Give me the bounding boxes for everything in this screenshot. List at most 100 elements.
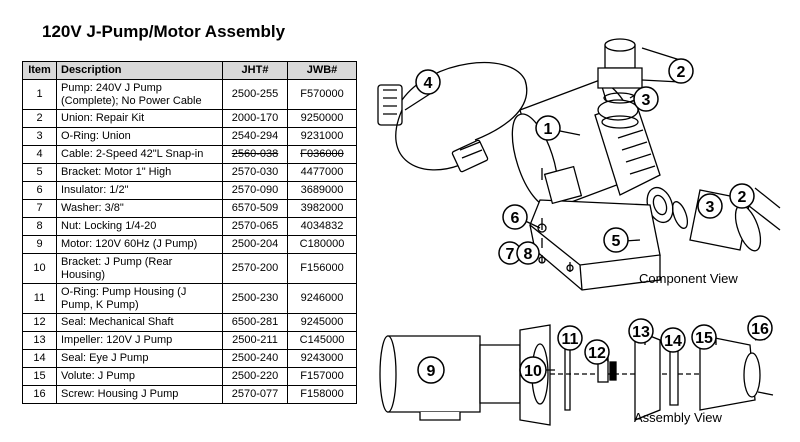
callout-16-label: 16 [751, 321, 769, 338]
callout-1-label: 1 [544, 121, 553, 138]
cell-item: 3 [22, 127, 57, 146]
cell-jwb: 4034832 [287, 217, 357, 236]
cell-description: Insulator: 1/2" [56, 181, 223, 200]
cell-item: 10 [22, 253, 57, 284]
cell-jht: 6570-509 [222, 199, 288, 218]
callout-6: 6 [502, 204, 528, 230]
cell-description: Pump: 240V J Pump (Complete); No Power C… [56, 79, 223, 110]
cell-jht: 2570-065 [222, 217, 288, 236]
top-union-drawing [597, 38, 643, 129]
cell-jwb: F036000 [287, 145, 357, 164]
cell-jht: 2560-038 [222, 145, 288, 164]
header-item: Item [22, 61, 57, 80]
cell-item: 5 [22, 163, 57, 182]
callout-6-label: 6 [511, 210, 520, 227]
cell-jht: 2500-220 [222, 367, 288, 386]
cell-description: Seal: Mechanical Shaft [56, 313, 223, 332]
cell-jht: 2570-030 [222, 163, 288, 182]
cell-jwb: F157000 [287, 367, 357, 386]
cell-jht: 2500-230 [222, 283, 288, 314]
callout-3-top-label: 3 [642, 92, 651, 109]
callout-4: 4 [415, 69, 441, 95]
cell-jwb: F156000 [287, 253, 357, 284]
cell-jht: 2000-170 [222, 109, 288, 128]
callout-7-label: 7 [506, 246, 515, 263]
cell-jwb: 9245000 [287, 313, 357, 332]
cell-jwb: 3689000 [287, 181, 357, 200]
cell-description: Volute: J Pump [56, 367, 223, 386]
cell-item: 11 [22, 283, 57, 314]
component-callouts: 4 1 2 3 6 5 7 [415, 58, 755, 265]
cell-item: 13 [22, 331, 57, 350]
callout-5: 5 [603, 227, 629, 253]
header-jwb: JWB# [287, 61, 357, 80]
callout-3-side: 3 [697, 193, 723, 219]
cell-jht: 6500-281 [222, 313, 288, 332]
cell-jht: 2500-204 [222, 235, 288, 254]
cell-description: Nut: Locking 1/4-20 [56, 217, 223, 236]
callout-3-top: 3 [633, 86, 659, 112]
cell-description: Cable: 2-Speed 42"L Snap-in [56, 145, 223, 164]
cell-jwb: F158000 [287, 385, 357, 404]
cell-item: 8 [22, 217, 57, 236]
cell-description: O-Ring: Pump Housing (J Pump, K Pump) [56, 283, 223, 314]
cell-jwb: C180000 [287, 235, 357, 254]
callout-2-side: 2 [729, 183, 755, 209]
cell-description: Washer: 3/8" [56, 199, 223, 218]
cell-jht: 2570-200 [222, 253, 288, 284]
callout-12-label: 12 [588, 345, 606, 362]
callout-1: 1 [535, 115, 561, 141]
callout-14-label: 14 [664, 333, 682, 350]
pump-diagram: 4 1 2 3 6 5 7 [360, 0, 800, 442]
cell-item: 12 [22, 313, 57, 332]
cell-description: Bracket: Motor 1" High [56, 163, 223, 182]
page-title: 120V J-Pump/Motor Assembly [42, 22, 286, 41]
callout-13: 13 [628, 318, 654, 344]
callout-14: 14 [660, 327, 686, 353]
callout-2-top: 2 [668, 58, 694, 84]
callout-9: 9 [417, 356, 445, 384]
component-view-label: Component View [639, 271, 738, 286]
cell-description: Screw: Housing J Pump [56, 385, 223, 404]
cell-item: 2 [22, 109, 57, 128]
cell-item: 4 [22, 145, 57, 164]
cell-item: 6 [22, 181, 57, 200]
bracket-drawing [529, 165, 661, 291]
callout-16: 16 [747, 315, 773, 341]
callout-2-top-label: 2 [677, 64, 686, 81]
cell-item: 7 [22, 199, 57, 218]
cell-item: 14 [22, 349, 57, 368]
assembly-view-label: Assembly View [634, 410, 723, 425]
callout-8: 8 [516, 241, 540, 265]
callout-15-label: 15 [695, 330, 713, 347]
header-jht: JHT# [222, 61, 288, 80]
cell-description: Union: Repair Kit [56, 109, 223, 128]
callout-8-label: 8 [524, 246, 533, 263]
cell-jht: 2500-211 [222, 331, 288, 350]
cell-item: 16 [22, 385, 57, 404]
pump-diagram-svg: 4 1 2 3 6 5 7 [377, 38, 781, 426]
cell-jht: 2570-077 [222, 385, 288, 404]
callout-15: 15 [691, 324, 717, 350]
cell-jwb: 3982000 [287, 199, 357, 218]
cell-description: Impeller: 120V J Pump [56, 331, 223, 350]
cell-description: Bracket: J Pump (Rear Housing) [56, 253, 223, 284]
callout-10: 10 [519, 356, 547, 384]
cell-jht: 2540-294 [222, 127, 288, 146]
cell-jwb: 9231000 [287, 127, 357, 146]
callout-10-label: 10 [524, 363, 542, 380]
